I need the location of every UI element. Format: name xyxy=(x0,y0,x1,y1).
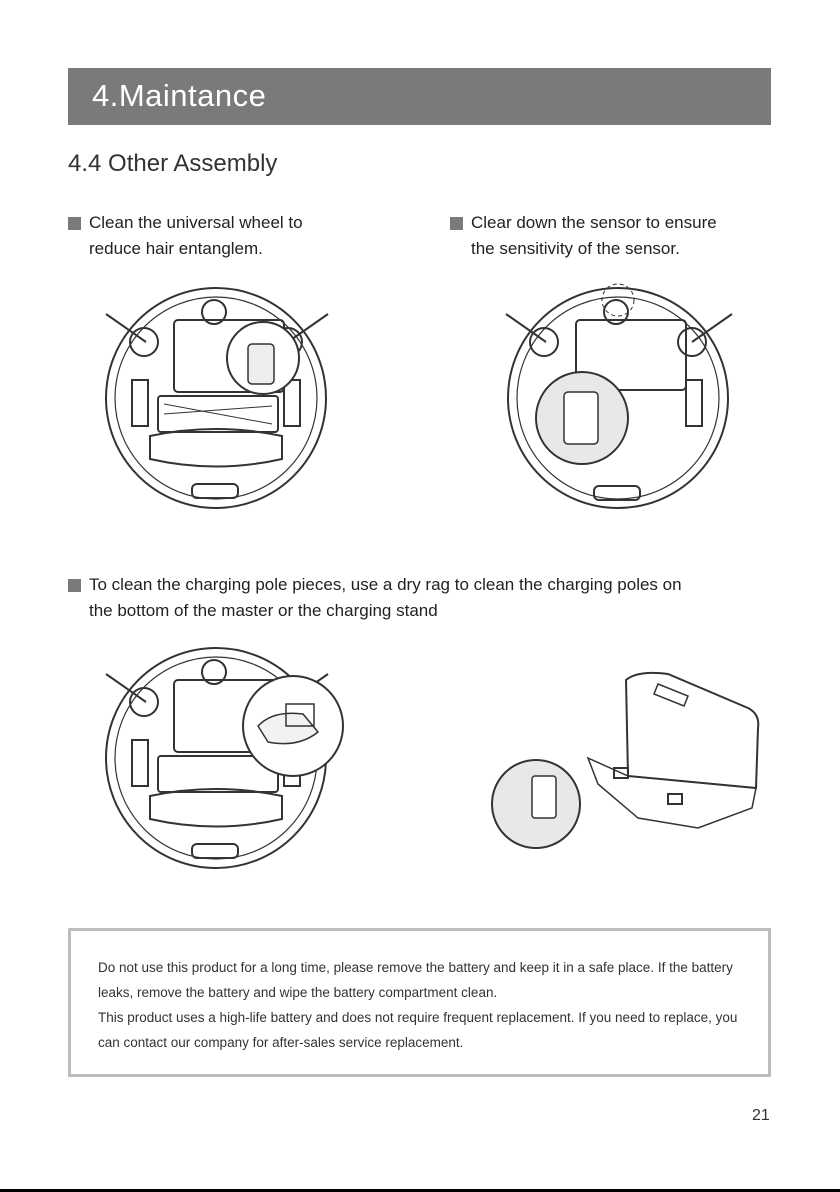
notice-paragraph: This product uses a high-life battery an… xyxy=(98,1010,738,1050)
section-header-bar: 4.Maintance xyxy=(68,68,771,125)
bullet-line: reduce hair entanglem. xyxy=(89,239,263,258)
bullet-line: Clear down the sensor to ensure xyxy=(471,213,717,232)
charging-stand-illustration xyxy=(491,671,760,849)
page-number: 21 xyxy=(752,1107,770,1124)
section-title: 4.Maintance xyxy=(92,78,267,113)
robot-bottom-charging-illustration xyxy=(105,647,344,869)
bullet-charging-poles: To clean the charging pole pieces, use a… xyxy=(68,572,788,624)
robot-bottom-wheel-illustration xyxy=(105,287,329,509)
bullet-line: To clean the charging pole pieces, use a… xyxy=(89,575,682,594)
bullet-universal-wheel: Clean the universal wheel to reduce hair… xyxy=(68,210,398,262)
notice-box: Do not use this product for a long time,… xyxy=(68,928,771,1077)
bullet-square-icon xyxy=(450,217,463,230)
bottom-rule xyxy=(0,1189,840,1192)
bullet-line: Clean the universal wheel to xyxy=(89,213,303,232)
bullet-square-icon xyxy=(68,217,81,230)
notice-paragraph: Do not use this product for a long time,… xyxy=(98,960,733,1000)
bullet-sensor: Clear down the sensor to ensure the sens… xyxy=(450,210,780,262)
bullet-square-icon xyxy=(68,579,81,592)
bullet-line: the sensitivity of the sensor. xyxy=(471,239,680,258)
bullet-line: the bottom of the master or the charging… xyxy=(89,601,438,620)
page-subtitle: 4.4 Other Assembly xyxy=(68,150,278,177)
robot-bottom-sensor-illustration xyxy=(505,283,733,509)
